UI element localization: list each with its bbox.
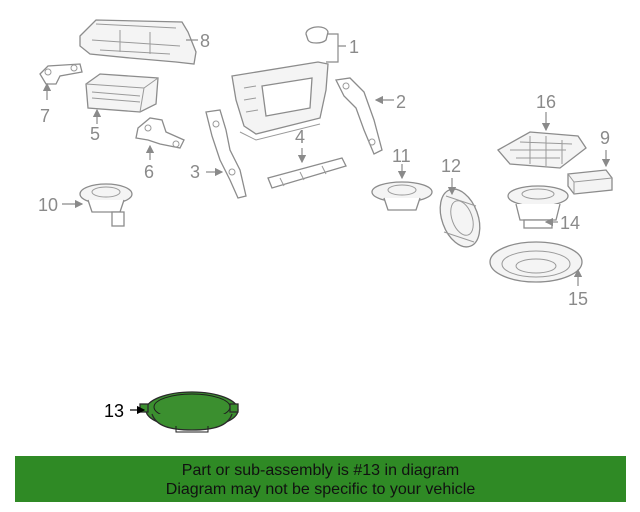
callout-13[interactable]: 13 bbox=[104, 401, 124, 421]
part-10-tweeter[interactable] bbox=[79, 183, 133, 227]
callout-10[interactable]: 10 bbox=[38, 195, 58, 215]
callout-11[interactable]: 11 bbox=[392, 146, 411, 166]
part-5-amplifier[interactable] bbox=[85, 73, 159, 113]
banner-line-1: Part or sub-assembly is #13 in diagram bbox=[181, 462, 460, 479]
exploded-parts-diagram: 8 7 5 6 10 3 1 bbox=[38, 19, 613, 433]
part-8-shield[interactable] bbox=[79, 19, 197, 65]
part-3-bracket[interactable] bbox=[205, 109, 247, 199]
part-2-bracket[interactable] bbox=[335, 77, 383, 155]
part-4-trim-strip[interactable] bbox=[267, 157, 347, 189]
notice-banner: Part or sub-assembly is #13 in diagram D… bbox=[15, 456, 626, 502]
callout-2[interactable]: 2 bbox=[396, 92, 406, 112]
callout-12[interactable]: 12 bbox=[441, 156, 461, 176]
leader-1 bbox=[326, 33, 346, 63]
callout-14[interactable]: 14 bbox=[560, 213, 580, 233]
callout-15[interactable]: 15 bbox=[568, 289, 588, 309]
callout-7[interactable]: 7 bbox=[40, 106, 50, 126]
banner-line-2: Diagram may not be specific to your vehi… bbox=[165, 481, 476, 498]
callout-5[interactable]: 5 bbox=[90, 124, 100, 144]
part-12-speaker[interactable] bbox=[433, 184, 487, 253]
callout-8[interactable]: 8 bbox=[200, 31, 210, 51]
part-16-speaker-grille[interactable] bbox=[496, 131, 587, 169]
callout-1[interactable]: 1 bbox=[349, 37, 359, 57]
part-14-speaker[interactable] bbox=[507, 185, 569, 229]
callout-3[interactable]: 3 bbox=[190, 162, 200, 182]
part-9-block[interactable] bbox=[567, 169, 613, 195]
part-15-oval-speaker[interactable] bbox=[489, 241, 583, 283]
part-13-highlighted-speaker[interactable] bbox=[139, 391, 239, 433]
callout-6[interactable]: 6 bbox=[144, 162, 154, 182]
callout-4[interactable]: 4 bbox=[295, 127, 305, 147]
part-6-bracket[interactable] bbox=[135, 117, 185, 149]
part-11-speaker[interactable] bbox=[371, 181, 433, 211]
callout-9[interactable]: 9 bbox=[600, 128, 610, 148]
callout-16[interactable]: 16 bbox=[536, 92, 556, 112]
part-7-bracket[interactable] bbox=[39, 63, 83, 85]
part-1-head-unit[interactable] bbox=[231, 26, 329, 141]
